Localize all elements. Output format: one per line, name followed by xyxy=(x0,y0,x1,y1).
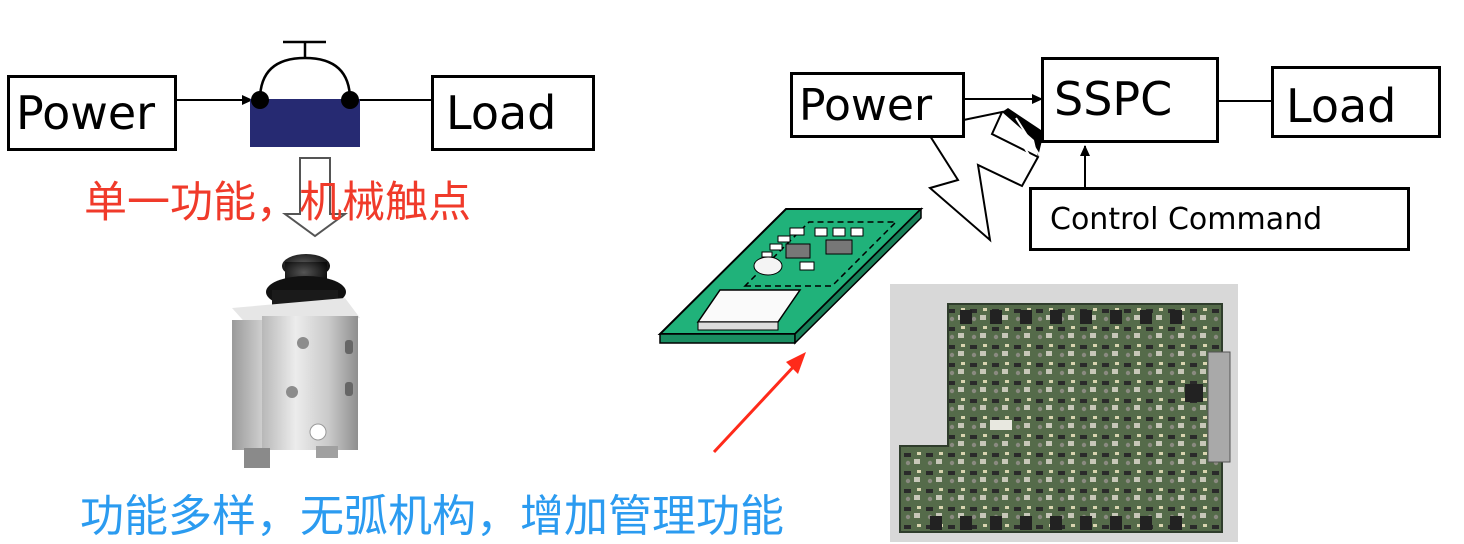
mechanical-switch-icon xyxy=(250,40,360,147)
zoom-arrow-icon xyxy=(923,108,1044,243)
right-power-label: Power xyxy=(799,79,933,131)
red-arrow-icon xyxy=(712,352,806,454)
right-power-box: Power xyxy=(790,72,965,138)
bottom-caption: 功能多样，无弧机构，增加管理功能 xyxy=(80,480,784,544)
sspc-label: SSPC xyxy=(1054,72,1173,126)
bottom-caption-text: 功能多样，无弧机构，增加管理功能 xyxy=(80,491,784,542)
right-load-box: Load xyxy=(1271,66,1441,138)
right-load-label: Load xyxy=(1286,79,1397,133)
down-arrow-icon xyxy=(281,157,349,238)
left-caption: 单一功能，机械触点 xyxy=(84,168,471,230)
left-power-box: Power xyxy=(7,75,177,151)
control-command-box: Control Command xyxy=(1029,187,1410,251)
right-wiring xyxy=(964,94,1272,188)
sspc-board-photo xyxy=(890,284,1238,542)
pcb-module-icon xyxy=(657,207,924,345)
left-load-box: Load xyxy=(431,75,595,151)
left-caption-text: 单一功能，机械触点 xyxy=(84,178,471,228)
control-command-label: Control Command xyxy=(1050,201,1323,237)
sspc-box: SSPC xyxy=(1041,57,1219,143)
left-load-label: Load xyxy=(446,86,557,140)
circuit-breaker-photo xyxy=(232,254,360,468)
left-power-label: Power xyxy=(16,86,156,140)
